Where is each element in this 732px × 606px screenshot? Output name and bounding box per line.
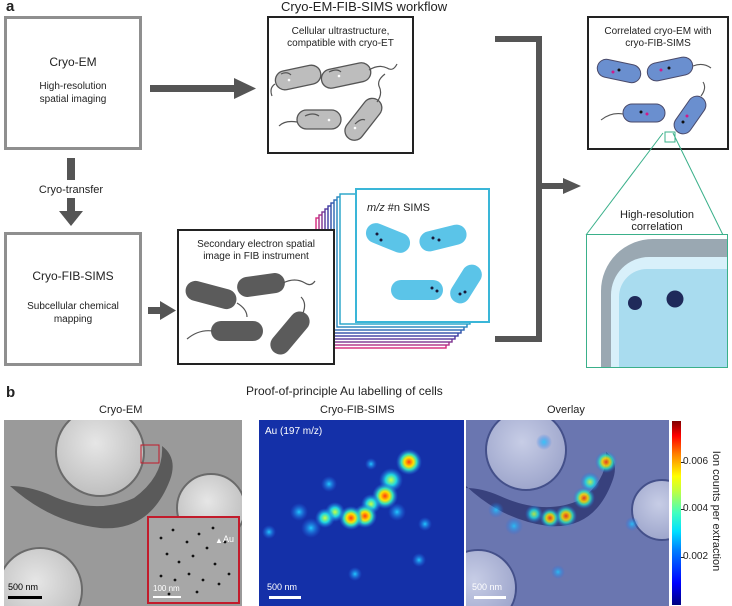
cryo-em-image-title: Cryo-EM bbox=[99, 404, 143, 416]
fib-sims-scalebar-label: 500 nm bbox=[267, 582, 298, 592]
fib-sims-au-map: Au (197 m/z) 500 nm bbox=[259, 420, 464, 606]
cryo-em-subtitle-1: High-resolution bbox=[39, 81, 107, 92]
cryo-fib-sims-subtitle-2: mapping bbox=[53, 314, 93, 325]
dark-cell bbox=[185, 280, 237, 310]
secondary-electron-box: Secondary electron spatial image in FIB … bbox=[177, 229, 335, 365]
cryo-em-box: Cryo-EM High-resolution spatial imaging bbox=[4, 16, 142, 150]
cryo-em-scalebar-label: 500 nm bbox=[8, 582, 39, 592]
cyan-cells-illustration bbox=[365, 223, 482, 304]
arrow-to-secondary-image bbox=[148, 301, 176, 320]
overlay-scalebar bbox=[474, 596, 506, 599]
panel-b-letter: b bbox=[6, 384, 16, 401]
panel-a-letter: a bbox=[6, 0, 15, 15]
cryo-transfer-arrow-top bbox=[67, 158, 75, 180]
fib-sims-scalebar bbox=[269, 596, 301, 599]
blue-cell bbox=[673, 95, 707, 135]
cryo-em-scalebar bbox=[8, 596, 42, 599]
cryo-transfer-label: Cryo-transfer bbox=[38, 184, 104, 196]
cryo-em-title: Cryo-EM bbox=[49, 55, 97, 69]
ultrastructure-line-1: Cellular ultrastructure, bbox=[291, 26, 390, 37]
cyan-cell bbox=[419, 224, 467, 252]
secondary-line-1: Secondary electron spatial bbox=[197, 239, 315, 250]
correlated-box: Correlated cryo-EM with cryo-FIB-SIMS bbox=[587, 16, 729, 150]
dark-cell bbox=[237, 273, 285, 297]
panel-b-title: Proof-of-principle Au labelling of cells bbox=[246, 384, 443, 398]
inset-region-marker bbox=[140, 444, 160, 464]
correlated-line-1: Correlated cryo-EM with bbox=[604, 26, 712, 37]
dark-cell bbox=[211, 321, 263, 341]
inset-scalebar bbox=[153, 596, 181, 598]
blue-cell bbox=[622, 103, 666, 123]
overlay-image: 500 nm bbox=[466, 420, 669, 606]
gray-cells-illustration bbox=[270, 62, 398, 141]
inset-au-arrow: ▲ bbox=[215, 536, 223, 545]
colorbar-tick-label: 0.002 bbox=[683, 551, 709, 562]
inset-scalebar-label: 100 nm bbox=[153, 584, 180, 593]
merge-connector bbox=[495, 36, 581, 342]
gold-particle-small bbox=[628, 296, 642, 310]
gold-particle-large bbox=[666, 290, 684, 308]
ultrastructure-box: Cellular ultrastructure, compatible with… bbox=[267, 16, 414, 154]
cryo-fib-sims-title: Cryo-FIB-SIMS bbox=[32, 269, 114, 283]
cryo-transfer-arrow-bottom bbox=[59, 198, 83, 226]
cyan-cell bbox=[391, 280, 443, 300]
sims-box: m/z #n SIMS bbox=[355, 188, 490, 323]
ultrastructure-line-2: compatible with cryo-ET bbox=[287, 38, 394, 49]
colorbar-axis-label: Ion counts per extraction bbox=[710, 450, 722, 572]
secondary-line-2: image in FIB instrument bbox=[203, 251, 309, 262]
zoom-title-1: High-resolution bbox=[620, 209, 694, 221]
fib-sims-image-title: Cryo-FIB-SIMS bbox=[320, 404, 395, 416]
arrow-to-ultrastructure bbox=[150, 78, 256, 99]
cryo-em-subtitle-2: spatial imaging bbox=[39, 94, 107, 105]
sims-label-italic: m/z bbox=[367, 202, 385, 214]
dark-cell bbox=[270, 311, 310, 355]
zoom-title-2: correlation bbox=[631, 221, 683, 233]
cryo-fib-sims-box: Cryo-FIB-SIMS Subcellular chemical mappi… bbox=[4, 232, 142, 366]
dark-cells-illustration bbox=[185, 273, 316, 355]
colorbar-tick-label: 0.004 bbox=[683, 503, 709, 514]
colorbar-tick-label: 0.006 bbox=[683, 456, 709, 467]
overlay-image-title: Overlay bbox=[547, 404, 585, 416]
cryo-em-micrograph: 500 nm Au ▲ 100 nm bbox=[4, 420, 242, 606]
gray-cell bbox=[296, 109, 342, 130]
correlated-line-2: cryo-FIB-SIMS bbox=[625, 38, 691, 49]
cryo-em-inset: Au ▲ 100 nm bbox=[147, 516, 240, 604]
colorbar-tick bbox=[681, 462, 684, 463]
high-resolution-correlation-box: High-resolution bbox=[586, 234, 728, 368]
inset-au-marker: Au bbox=[223, 534, 235, 544]
gray-cell bbox=[274, 64, 322, 91]
overlay-scalebar-label: 500 nm bbox=[472, 582, 503, 592]
fib-sims-channel-label: Au (197 m/z) bbox=[265, 426, 323, 437]
colorbar bbox=[672, 421, 681, 605]
colorbar-tick bbox=[681, 557, 684, 558]
colorbar-tick bbox=[681, 509, 684, 510]
panel-a-title: Cryo-EM-FIB-SIMS workflow bbox=[281, 0, 448, 14]
zoom-lines bbox=[585, 132, 724, 236]
gray-cell bbox=[320, 62, 372, 89]
cyan-cell bbox=[450, 264, 482, 304]
cryo-fib-sims-subtitle-1: Subcellular chemical bbox=[27, 301, 119, 312]
zoomed-cell-illustration bbox=[601, 239, 727, 367]
sims-label: m/z #n SIMS bbox=[367, 202, 430, 214]
cyan-cell bbox=[365, 223, 411, 253]
sims-label-rest: #n SIMS bbox=[384, 202, 430, 214]
